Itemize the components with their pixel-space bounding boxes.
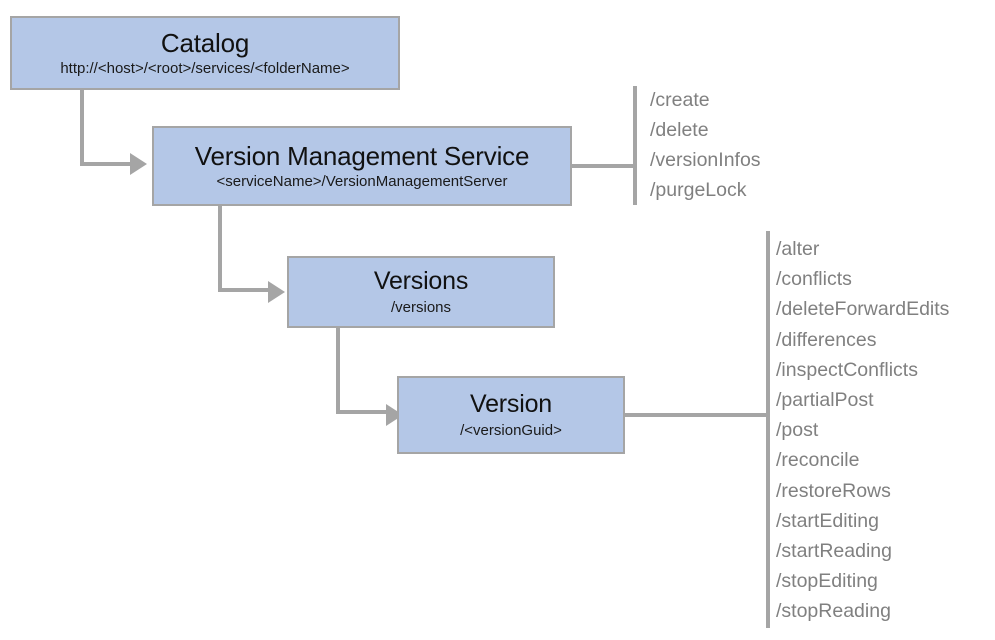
endpoint-item: /partialPost	[776, 389, 874, 412]
endpoint-item: /purgeLock	[650, 179, 747, 201]
node-version[interactable]: Version /<versionGuid>	[397, 376, 625, 454]
endpoint-item: /stopEditing	[776, 570, 878, 593]
endpoint-list-version-management-service: /create/delete/versionInfos/purgeLock	[650, 85, 761, 205]
node-versions[interactable]: Versions /versions	[287, 256, 555, 328]
bracket-version-endpoints	[766, 231, 770, 628]
connector-service-to-versions-vertical	[218, 206, 222, 292]
endpoint-list-version: /alter/conflicts/deleteForwardEdits/diff…	[776, 234, 949, 627]
bracket-service-endpoints	[633, 86, 637, 205]
endpoint-item: /restoreRows	[776, 479, 891, 502]
node-catalog[interactable]: Catalog http://<host>/<root>/services/<f…	[10, 16, 400, 90]
endpoint-item: /create	[650, 89, 710, 111]
connector-service-to-endpoints	[572, 164, 636, 168]
node-versions-title: Versions	[373, 266, 469, 295]
endpoint-item: /differences	[776, 328, 877, 351]
connector-versions-to-version-vertical	[336, 328, 340, 414]
arrow-head-icon-service-to-versions	[268, 281, 285, 303]
connector-versions-to-version-horizontal	[336, 410, 388, 414]
endpoint-item: /startEditing	[776, 509, 879, 532]
connector-catalog-to-service-vertical	[80, 90, 84, 166]
node-version-title: Version	[470, 389, 552, 418]
endpoint-item: /stopReading	[776, 600, 891, 623]
node-version-management-service-subtitle: <serviceName>/VersionManagementServer	[216, 172, 508, 190]
node-catalog-subtitle: http://<host>/<root>/services/<folderNam…	[60, 59, 350, 77]
endpoint-item: /startReading	[776, 540, 892, 563]
connector-service-to-versions-horizontal	[218, 288, 270, 292]
node-version-subtitle: /<versionGuid>	[460, 421, 562, 439]
node-catalog-title: Catalog	[160, 27, 250, 58]
endpoint-item: /deleteForwardEdits	[776, 298, 950, 321]
connector-catalog-to-service-horizontal	[80, 162, 132, 166]
node-versions-subtitle: /versions	[390, 298, 452, 316]
endpoint-item: /versionInfos	[650, 149, 761, 171]
endpoint-item: /alter	[776, 238, 820, 260]
endpoint-item: /reconcile	[776, 449, 860, 472]
endpoint-item: /inspectConflicts	[776, 358, 918, 381]
connector-version-to-endpoints	[625, 413, 770, 417]
node-version-management-service-title: Version Management Service	[194, 140, 530, 171]
arrow-head-icon-catalog-to-service	[130, 153, 147, 175]
endpoint-item: /conflicts	[776, 268, 852, 291]
endpoint-item: /post	[776, 419, 819, 442]
endpoint-item: /delete	[650, 119, 709, 141]
node-version-management-service[interactable]: Version Management Service <serviceName>…	[152, 126, 572, 206]
